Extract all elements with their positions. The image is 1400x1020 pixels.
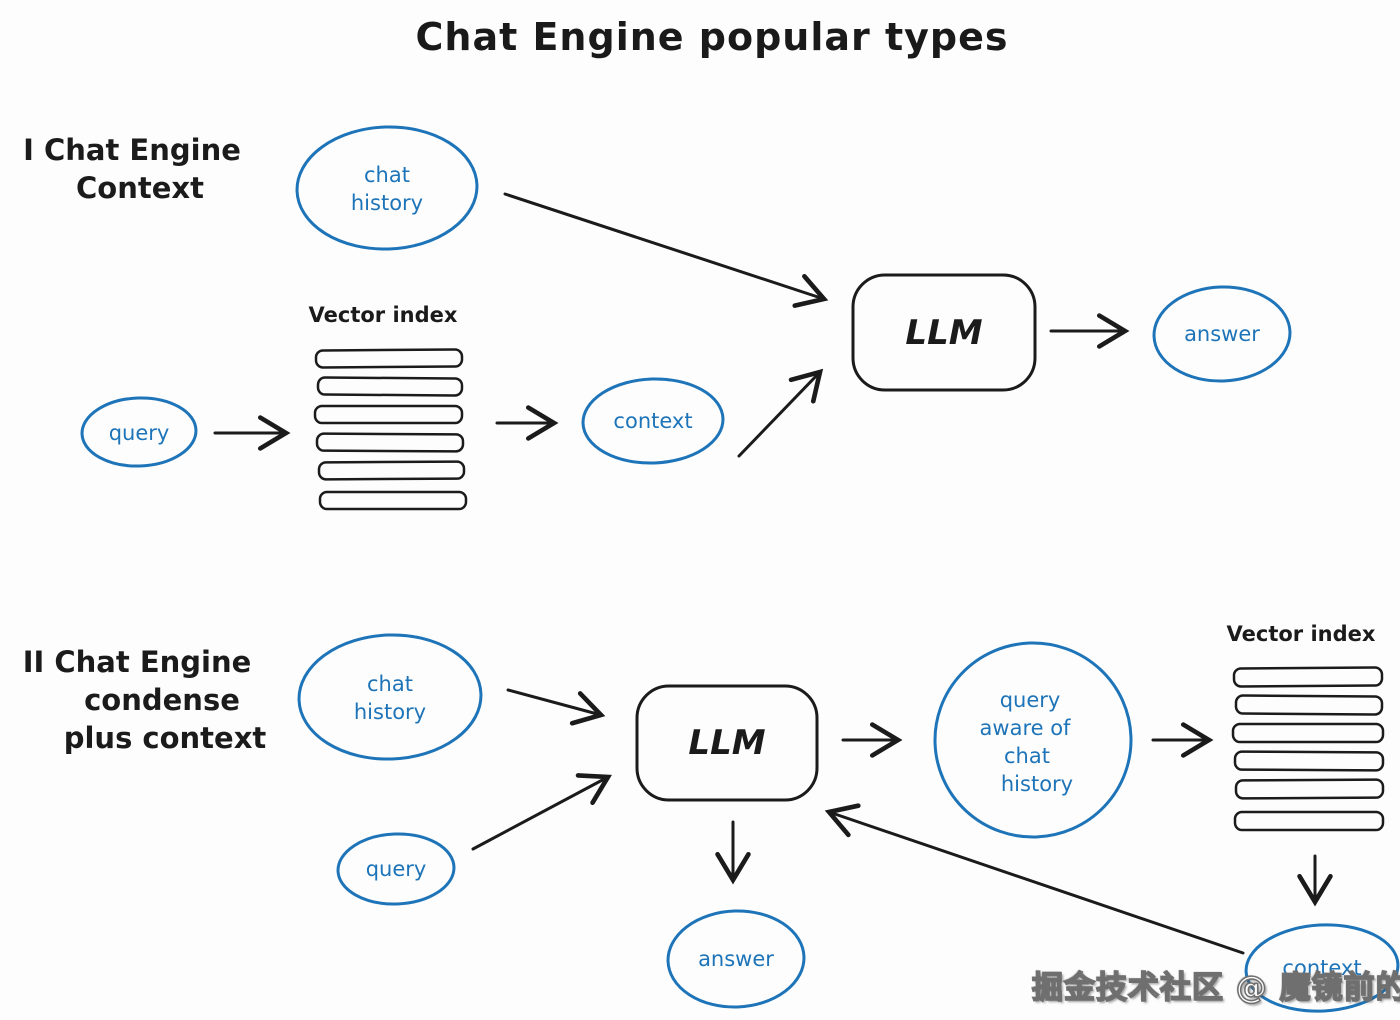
vector-index-row <box>1231 722 1385 744</box>
flow2-chat-history-line2: history <box>354 700 426 724</box>
flow2-vector-index: Vector index <box>1227 622 1385 832</box>
flow2-query-ellipse <box>336 832 456 906</box>
flow2-answer-label: answer <box>698 947 774 971</box>
flow1-llm-box <box>851 273 1037 392</box>
flow2-llm-node: LLM <box>635 684 819 802</box>
flow2-query-aware-line3: chat <box>1004 744 1050 768</box>
flow2-query-aware-line2: aware of <box>980 716 1072 740</box>
flow2-context-label: context <box>1282 956 1361 980</box>
flow1-query-label: query <box>109 421 170 445</box>
flow1-chat-history-line2: history <box>351 191 423 215</box>
flow1-vector-index-label: Vector index <box>309 303 458 327</box>
flow2-arrow-query-to-llm <box>471 773 612 851</box>
flow1-section-label: I Chat Engine Context <box>23 133 241 205</box>
vector-index-row <box>1232 666 1384 688</box>
flow2-arrow-context-to-llm <box>824 803 1245 955</box>
flow2-query-aware-line1: query <box>1000 688 1061 712</box>
flow1-vector-index: Vector index <box>309 303 468 511</box>
flow2-query-aware-ellipse <box>933 641 1133 839</box>
flow2-label-line1: II Chat Engine <box>23 645 252 679</box>
flow1-arrow-context-to-llm <box>737 368 824 458</box>
vector-index-row <box>1234 778 1385 800</box>
flow2-chat-history-node: chat history <box>297 633 483 761</box>
flow2-answer-ellipse <box>666 909 806 1009</box>
flow1-label-line1: I Chat Engine <box>23 133 241 167</box>
flow1-chat-history-node: chat history <box>295 125 479 251</box>
flow2-query-label: query <box>366 857 427 881</box>
vector-index-row <box>314 348 464 369</box>
flow2-label-line3: plus context <box>64 721 267 755</box>
flow1-context-label: context <box>613 409 692 433</box>
vector-index-row <box>318 490 468 511</box>
flow2-chat-history-ellipse <box>297 633 483 761</box>
flow1-answer-ellipse <box>1152 285 1292 383</box>
flow1-query-ellipse <box>80 396 198 468</box>
flow2-label-line2: condense <box>84 683 240 717</box>
flow1-answer-label: answer <box>1184 322 1260 346</box>
flow2-vector-index-label: Vector index <box>1227 622 1376 646</box>
watermark-text: 掘金技术社区 @ 魔镜前的帅比 <box>1031 969 1400 1007</box>
flow2-query-aware-line4: history <box>1001 772 1073 796</box>
vector-index-row <box>1233 750 1385 772</box>
flow2-section-label: II Chat Engine condense plus context <box>23 645 267 755</box>
flow2-llm-label: LLM <box>688 723 765 763</box>
flow2-context-ellipse <box>1244 923 1400 1013</box>
flow1-answer-node: answer <box>1152 285 1292 383</box>
flow1-arrow-chat-history-to-llm <box>503 192 829 308</box>
flow1-llm-label: LLM <box>905 313 982 353</box>
vector-index-row <box>316 376 464 397</box>
flow1-context-node: context <box>581 377 725 465</box>
flow2-answer-node: answer <box>666 909 806 1009</box>
vector-index-row <box>1233 810 1385 832</box>
flow2-chat-history-line1: chat <box>367 672 413 696</box>
vector-index-row <box>1234 694 1384 716</box>
flow2-query-node: query <box>336 832 456 906</box>
flow1-chat-history-ellipse <box>295 125 479 251</box>
vector-index-row <box>315 432 465 453</box>
diagram-title: Chat Engine popular types <box>416 15 1009 59</box>
flow2-llm-box <box>635 684 819 802</box>
vector-index-row <box>317 460 466 481</box>
vector-index-row <box>313 404 464 425</box>
flow2-query-aware-node: query aware of chat history <box>933 641 1133 839</box>
flow1-chat-history-line1: chat <box>364 163 410 187</box>
flow1-llm-node: LLM <box>851 273 1037 392</box>
flow1-context-ellipse <box>581 377 725 465</box>
flow1-query-node: query <box>80 396 198 468</box>
flow1-label-line2: Context <box>76 171 204 205</box>
flow2-arrow-chat-history-to-llm <box>506 688 606 726</box>
flow2-context-node: context <box>1244 923 1400 1013</box>
